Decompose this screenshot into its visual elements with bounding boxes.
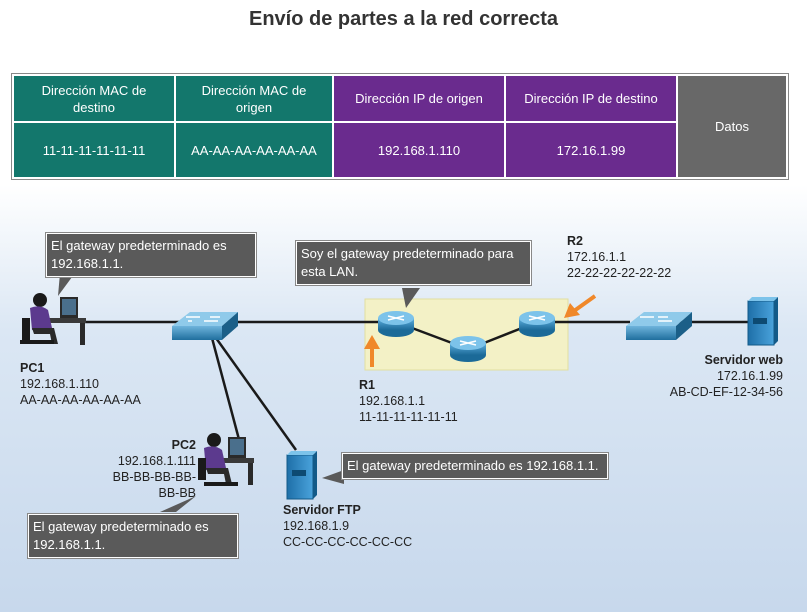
callout-r1-gateway: Soy el gateway predeterminado para esta … bbox=[296, 241, 531, 285]
r1-mac: 11-11-11-11-11-11 bbox=[359, 410, 458, 424]
switch-icon bbox=[626, 312, 692, 340]
pc2-mac: BB-BB-BB-BB-BB-BB bbox=[112, 470, 196, 500]
r1-label: R1 192.168.1.1 11-11-11-11-11-11 bbox=[359, 377, 458, 425]
r2-mac: 22-22-22-22-22-22 bbox=[567, 266, 672, 280]
value-src-ip: 192.168.1.110 bbox=[334, 123, 504, 177]
router-icon bbox=[519, 311, 555, 337]
callout-pc2-gateway: El gateway predeterminado es 192.168.1.1… bbox=[28, 514, 238, 558]
r1-ip: 192.168.1.1 bbox=[359, 394, 426, 408]
pc1-ip: 192.168.1.110 bbox=[20, 377, 100, 391]
pc1-name: PC1 bbox=[20, 361, 45, 375]
ftp-name: Servidor FTP bbox=[283, 503, 361, 517]
data-cell: Datos bbox=[678, 76, 786, 177]
web-mac: AB-CD-EF-12-34-56 bbox=[669, 385, 783, 399]
header-src-ip: Dirección IP de origen bbox=[334, 76, 504, 121]
server-icon bbox=[286, 451, 317, 500]
ftp-ip: 192.168.1.9 bbox=[283, 519, 350, 533]
value-dest-ip: 172.16.1.99 bbox=[506, 123, 676, 177]
arrow-icon bbox=[364, 335, 380, 367]
cable-r1-mid bbox=[411, 326, 453, 345]
value-dest-mac: 11-11-11-11-11-11 bbox=[14, 123, 174, 177]
r1-name: R1 bbox=[359, 378, 375, 392]
r2-ip: 172.16.1.1 bbox=[567, 250, 627, 264]
frame-table: Dirección MAC de destino Dirección MAC d… bbox=[12, 74, 788, 179]
router-icon bbox=[378, 311, 414, 337]
header-dest-ip: Dirección IP de destino bbox=[506, 76, 676, 121]
web-label: Servidor web 172.16.1.99 AB-CD-EF-12-34-… bbox=[640, 352, 783, 400]
page-title: Envío de partes a la red correcta bbox=[248, 8, 559, 30]
pc2-ip: 192.168.1.111 bbox=[117, 454, 196, 468]
server-icon bbox=[747, 297, 778, 346]
router-icon bbox=[450, 336, 486, 362]
callout-pointer bbox=[322, 470, 344, 484]
cable-mid-r2 bbox=[483, 326, 523, 345]
value-src-mac: AA-AA-AA-AA-AA-AA bbox=[176, 123, 332, 177]
web-ip: 172.16.1.99 bbox=[716, 369, 783, 383]
pc-user-icon bbox=[20, 293, 86, 345]
header-dest-mac: Dirección MAC de destino bbox=[14, 76, 174, 121]
ftp-mac: CC-CC-CC-CC-CC-CC bbox=[283, 535, 413, 549]
web-name: Servidor web bbox=[704, 353, 784, 367]
r2-name: R2 bbox=[567, 234, 583, 248]
callout-pointer bbox=[402, 288, 420, 308]
pc1-label: PC1 192.168.1.110 AA-AA-AA-AA-AA-AA bbox=[20, 360, 141, 408]
header-src-mac: Dirección MAC de origen bbox=[176, 76, 332, 121]
cable-switch1-ftp bbox=[214, 337, 298, 451]
pc2-name: PC2 bbox=[171, 438, 196, 452]
ftp-label: Servidor FTP 192.168.1.9 CC-CC-CC-CC-CC-… bbox=[283, 502, 412, 550]
arrow-icon bbox=[564, 294, 597, 318]
switch-icon bbox=[172, 312, 238, 340]
callout-pointer bbox=[160, 496, 196, 512]
r2-label: R2 172.16.1.1 22-22-22-22-22-22 bbox=[567, 233, 671, 281]
pc2-label: PC2 192.168.1.111 BB-BB-BB-BB-BB-BB bbox=[96, 437, 196, 501]
callout-pointer bbox=[58, 273, 75, 296]
cables bbox=[80, 320, 748, 463]
pc-user-icon bbox=[198, 433, 254, 486]
pc1-mac: AA-AA-AA-AA-AA-AA bbox=[20, 393, 141, 407]
callout-pc1-gateway: El gateway predeterminado es 192.168.1.1… bbox=[46, 233, 256, 277]
callout-ftp-gateway: El gateway predeterminado es 192.168.1.1… bbox=[342, 453, 608, 479]
